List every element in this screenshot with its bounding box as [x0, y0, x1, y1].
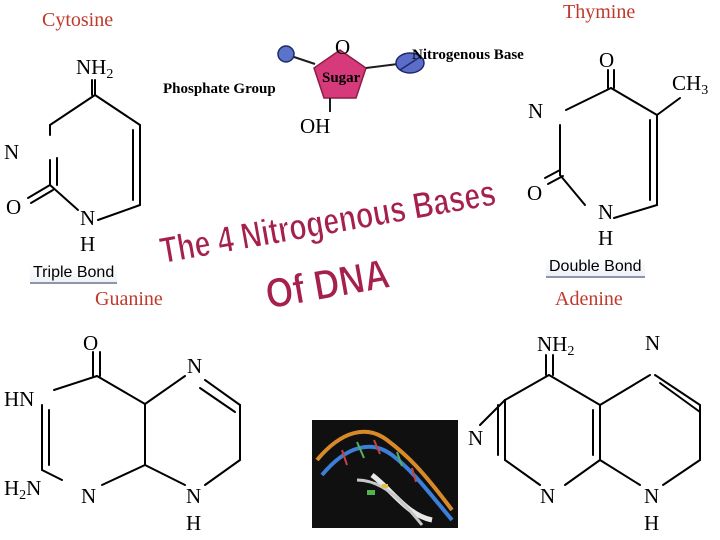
cytosine-oxygen: O: [6, 195, 22, 219]
double-bond-label: Double Bond: [546, 258, 645, 278]
guanine-hn: HN: [4, 387, 35, 411]
hydroxyl-label: OH: [300, 114, 331, 138]
thymine-name: Thymine: [563, 1, 636, 23]
cytosine-name: Cytosine: [42, 9, 114, 31]
sugar-label: Sugar: [322, 70, 361, 86]
adenine-name: Adenine: [555, 288, 623, 310]
adenine-hydrogen: H: [644, 511, 660, 535]
title-line1: The 4 Nitrogenous Bases: [157, 172, 499, 271]
adenine-ring-n-mid: N: [468, 426, 484, 450]
guanine-amine-n: N: [26, 476, 42, 500]
cytosine-amine-n: N: [76, 55, 92, 79]
thymine-ring-n: N: [528, 99, 544, 123]
guanine-ring-n-top: N: [187, 354, 203, 378]
thymine-oxygen-low: O: [527, 181, 543, 205]
title-line2: Of DNA: [262, 250, 393, 318]
nucleotide-schematic: [277, 45, 425, 112]
cytosine-ring-n-left: N: [4, 140, 20, 164]
adenine-amine-h: H: [552, 332, 568, 356]
adenine-amine-group: NH2: [537, 334, 574, 359]
adenine-ring-n-top: N: [645, 331, 661, 355]
thymine-methyl-c: CH: [672, 71, 702, 95]
cytosine-amine-sub: 2: [106, 67, 114, 82]
thymine-methyl-sub: 3: [701, 83, 709, 98]
guanine-ring-n-low2: N: [186, 484, 202, 508]
adenine-amine-sub: 2: [567, 344, 575, 359]
guanine-name: Guanine: [95, 288, 163, 310]
guanine-ring-n-low1: N: [81, 484, 97, 508]
sugar-oxygen: O: [335, 35, 351, 59]
thymine-structure: [544, 69, 681, 219]
cytosine-hydrogen: H: [80, 232, 96, 256]
nitrogenous-base-label: Nitrogenous Base: [412, 47, 524, 63]
guanine-structure: [41, 351, 241, 486]
phosphate-group-label: Phosphate Group: [163, 81, 276, 97]
cytosine-amine-group: NH2: [76, 57, 113, 82]
thymine-hydrogen: H: [598, 226, 614, 250]
adenine-structure: [479, 354, 701, 486]
triple-bond-label: Triple Bond: [30, 264, 118, 284]
cytosine-ring-n-low: N: [80, 206, 96, 230]
guanine-amine-h: H: [4, 476, 20, 500]
guanine-amine-group: H2N: [4, 478, 41, 503]
guanine-hydrogen: H: [186, 511, 202, 535]
cytosine-structure: [27, 79, 141, 221]
cytosine-amine-h: H: [91, 55, 107, 79]
adenine-ring-n-low2: N: [644, 484, 660, 508]
adenine-ring-n-low1: N: [540, 484, 556, 508]
dna-helix-image: [312, 420, 458, 528]
thymine-oxygen-top: O: [599, 48, 615, 72]
adenine-amine-n: N: [537, 332, 553, 356]
guanine-oxygen: O: [83, 331, 99, 355]
guanine-amine-sub: 2: [19, 488, 27, 503]
thymine-methyl-group: CH3: [672, 73, 708, 98]
thymine-ring-n-low: N: [598, 200, 614, 224]
